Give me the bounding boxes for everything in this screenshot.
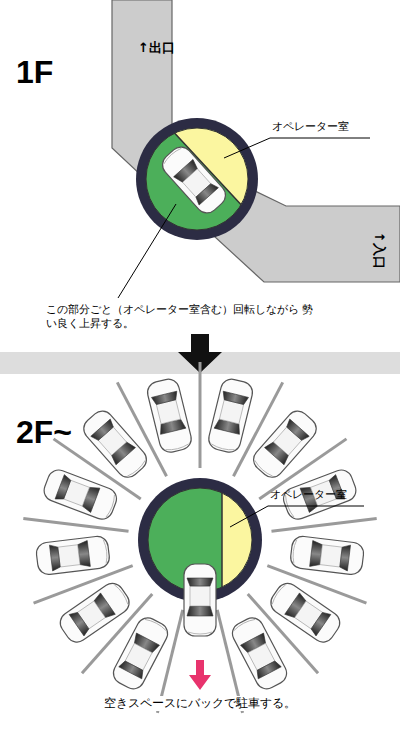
entrance-label: ↑入口 xyxy=(370,232,386,269)
car-symbol xyxy=(267,579,344,646)
car-symbol xyxy=(249,407,321,482)
leader-line xyxy=(270,138,370,139)
floor-heading: 2F~ xyxy=(16,412,72,452)
leader-line xyxy=(118,204,176,298)
car-symbol xyxy=(35,535,110,575)
car-symbol xyxy=(56,579,133,646)
floor-heading: 1F xyxy=(16,52,53,92)
exit-label: ↑出口 xyxy=(138,40,175,56)
slot-divider xyxy=(271,519,376,532)
callout-label: オペレーター室 xyxy=(272,120,349,134)
note: 空きスペースにバックで駐車する。 xyxy=(101,696,299,711)
slot-divider xyxy=(199,362,202,468)
operator-room xyxy=(222,480,262,600)
car-symbol xyxy=(79,407,151,482)
leader-line xyxy=(268,506,364,507)
car-symbol xyxy=(145,377,193,455)
slot-divider xyxy=(23,519,128,532)
car-symbol xyxy=(184,564,216,636)
car-symbol xyxy=(289,535,364,575)
parking-slots xyxy=(23,362,376,713)
car-symbol xyxy=(158,143,230,218)
turntable-edge xyxy=(146,128,248,230)
callout-label: オペレーター室 xyxy=(270,488,347,502)
car-symbol xyxy=(41,467,120,522)
note: この部分ごと（オペレーター室含む）回転しながら 勢い良く上昇する。 xyxy=(46,303,316,331)
leader-line xyxy=(230,506,268,527)
car-symbol xyxy=(206,377,254,455)
car-symbol xyxy=(110,614,172,693)
leader-line xyxy=(224,138,270,158)
reverse-arrow xyxy=(189,660,211,690)
car-symbol xyxy=(229,614,291,693)
